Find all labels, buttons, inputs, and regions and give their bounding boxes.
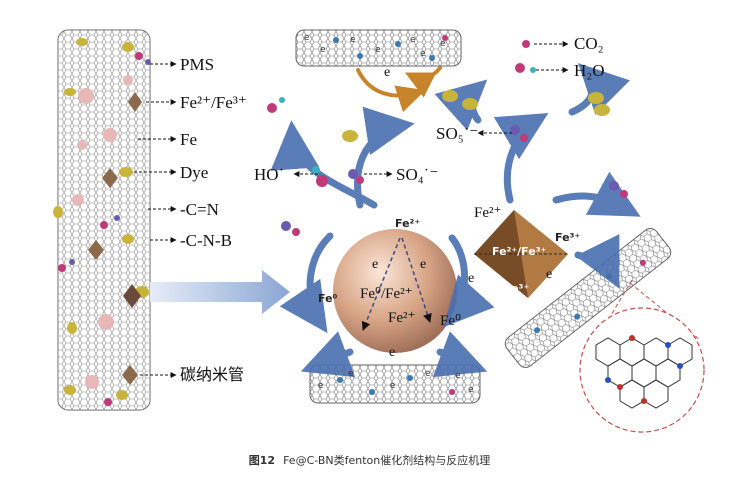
legend-cn: -C=N — [180, 200, 219, 219]
product-co2: CO₂ — [574, 34, 604, 53]
legend-cnt: 碳纳米管 — [180, 365, 245, 384]
structure-inset — [579, 279, 705, 433]
svg-text:e: e — [440, 39, 446, 49]
svg-text:e: e — [425, 369, 431, 379]
svg-text:e: e — [318, 381, 324, 391]
product-ho: HO˙ — [254, 165, 285, 184]
sphere-electron-right: e — [420, 257, 427, 272]
blue-arrows — [270, 63, 641, 378]
svg-text:e: e — [410, 35, 416, 45]
legend-fe-couple: Fe²⁺/Fe³⁺ — [180, 93, 247, 112]
sphere-center: Fe⁰/Fe²⁺ — [360, 286, 413, 302]
svg-text:e: e — [350, 35, 356, 45]
top-electron: e — [384, 65, 391, 80]
orange-arrows — [356, 66, 442, 113]
product-arrows — [293, 41, 569, 177]
octa-center: Fe²⁺/Fe³⁺ — [492, 245, 547, 258]
legend-arrows — [134, 61, 177, 378]
svg-text:e: e — [375, 45, 381, 55]
sphere-dashed-arrows — [361, 237, 432, 331]
legend-dye: Dye — [180, 163, 209, 182]
diag-electron: e — [546, 267, 553, 282]
top-nanotube — [295, 29, 462, 67]
svg-text:e: e — [348, 369, 354, 379]
legend-fe: Fe — [180, 130, 197, 149]
product-h2o: H₂O — [574, 61, 605, 80]
svg-text:e: e — [455, 371, 461, 381]
svg-text:e: e — [320, 45, 326, 55]
svg-text:e: e — [304, 33, 310, 43]
product-so4: SO₄˙⁻ — [396, 165, 439, 184]
octa-fe3-bottom: Fe³⁺ — [504, 282, 530, 295]
sphere-electron-left: e — [372, 257, 379, 272]
sphere-fe2-top: Fe²⁺ — [395, 217, 421, 230]
sphere-fe0-right: Fe⁰ — [440, 313, 462, 329]
left-tube-particles — [53, 38, 151, 406]
legend-pms: PMS — [180, 55, 215, 74]
svg-text:e: e — [468, 385, 474, 395]
figure-caption-text: Fe@C-BN类fenton催化剂结构与反应机理 — [283, 454, 491, 467]
product-so5: SO₅˙⁻ — [436, 124, 479, 143]
octa-electron: e — [468, 271, 475, 286]
molecules — [267, 40, 628, 236]
fe-octahedron — [474, 210, 568, 298]
octa-fe3-right: Fe³⁺ — [555, 231, 581, 244]
svg-text:e: e — [390, 381, 396, 391]
sphere-fe2-lower: Fe²⁺ — [388, 310, 416, 326]
svg-text:e: e — [420, 49, 426, 59]
left-nanotube — [57, 29, 151, 411]
legend-cnb: -C-N-B — [180, 231, 232, 250]
figure-number: 图12 — [248, 454, 276, 467]
sphere-fe0-left: Fe⁰ — [318, 292, 338, 305]
figure-caption: 图12 Fe@C-BN类fenton催化剂结构与反应机理 — [0, 452, 739, 468]
transfer-arrow — [150, 270, 290, 314]
octa-fe2-top: Fe²⁺ — [474, 205, 502, 221]
bottom-electron: e — [389, 345, 396, 360]
